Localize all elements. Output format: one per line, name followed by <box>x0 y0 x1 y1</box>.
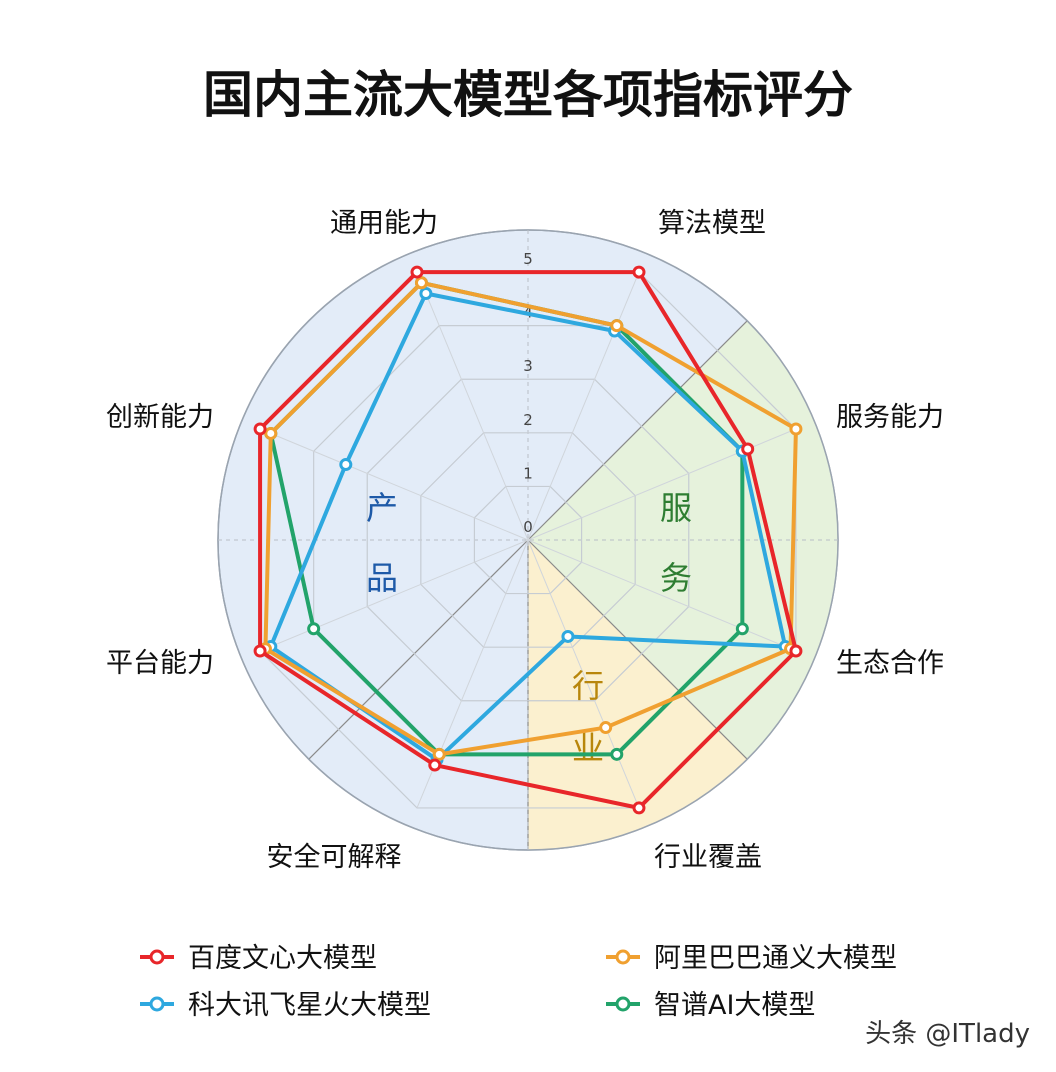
data-point <box>253 422 267 436</box>
radar-series <box>253 265 803 815</box>
legend-item: 阿里巴巴通义大模型 <box>606 943 897 974</box>
axis-label-3: 生态合作 <box>836 648 944 679</box>
region-label-char: 业 <box>572 729 604 767</box>
legend-item: 智谱AI大模型 <box>606 990 815 1021</box>
region-label-char: 产 <box>366 489 398 527</box>
sector-divider <box>527 539 748 760</box>
legend-swatch-marker <box>149 996 165 1012</box>
legend-label: 百度文心大模型 <box>188 943 377 974</box>
sector-divider <box>308 539 529 760</box>
data-point <box>428 758 442 772</box>
data-point <box>307 622 321 636</box>
axis-label-2: 服务能力 <box>836 402 944 433</box>
watermark: 头条 @ITlady <box>865 1019 1030 1049</box>
data-point <box>610 319 624 333</box>
tick-label-1: 1 <box>523 464 533 482</box>
legend-label: 科大讯飞星火大模型 <box>188 990 431 1021</box>
data-point <box>414 276 428 290</box>
data-point <box>735 622 749 636</box>
legend-item: 科大讯飞星火大模型 <box>140 990 431 1021</box>
data-point <box>599 721 613 735</box>
spoke-3 <box>527 539 797 652</box>
data-point <box>339 458 353 472</box>
sector-divider <box>527 320 748 541</box>
region-label-char: 务 <box>660 559 692 597</box>
data-point <box>741 442 755 456</box>
data-point <box>632 801 646 815</box>
axis-label-0: 通用能力 <box>330 208 438 239</box>
region-label-char: 行 <box>572 667 604 705</box>
axis-label-1: 算法模型 <box>658 208 766 239</box>
data-point <box>253 644 267 658</box>
data-point <box>419 287 433 301</box>
axis-label-5: 安全可解释 <box>267 842 402 873</box>
data-point <box>432 747 446 761</box>
spoke-4 <box>527 539 640 809</box>
axis-label-4: 行业覆盖 <box>654 842 762 873</box>
chart-title: 国内主流大模型各项指标评分 <box>203 66 853 124</box>
axis-label-6: 平台能力 <box>106 648 214 679</box>
data-point <box>410 265 424 279</box>
data-point <box>610 747 624 761</box>
data-point <box>789 644 803 658</box>
spoke-7 <box>259 428 529 541</box>
region-label-char: 服 <box>660 489 692 527</box>
axis-label-7: 创新能力 <box>106 402 214 433</box>
region-label-char: 品 <box>366 559 398 597</box>
legend-swatch-marker <box>149 949 165 965</box>
legend-swatch-marker <box>615 949 631 965</box>
tick-label-5: 5 <box>523 250 533 268</box>
spoke-6 <box>259 539 529 652</box>
legend-label: 阿里巴巴通义大模型 <box>654 943 897 974</box>
data-point <box>561 629 575 643</box>
tick-label-3: 3 <box>523 357 533 375</box>
legend-label: 智谱AI大模型 <box>654 990 815 1021</box>
data-point <box>632 265 646 279</box>
series-0 <box>253 265 803 815</box>
data-point <box>789 422 803 436</box>
legend-swatch-marker <box>615 996 631 1012</box>
data-point <box>264 426 278 440</box>
tick-label-2: 2 <box>523 411 533 429</box>
legend-item: 百度文心大模型 <box>140 943 377 974</box>
industry-sector <box>528 540 748 850</box>
series-2 <box>264 287 792 767</box>
tick-label-0: 0 <box>523 518 533 536</box>
spoke-1 <box>527 271 640 541</box>
spoke-0 <box>416 271 529 541</box>
